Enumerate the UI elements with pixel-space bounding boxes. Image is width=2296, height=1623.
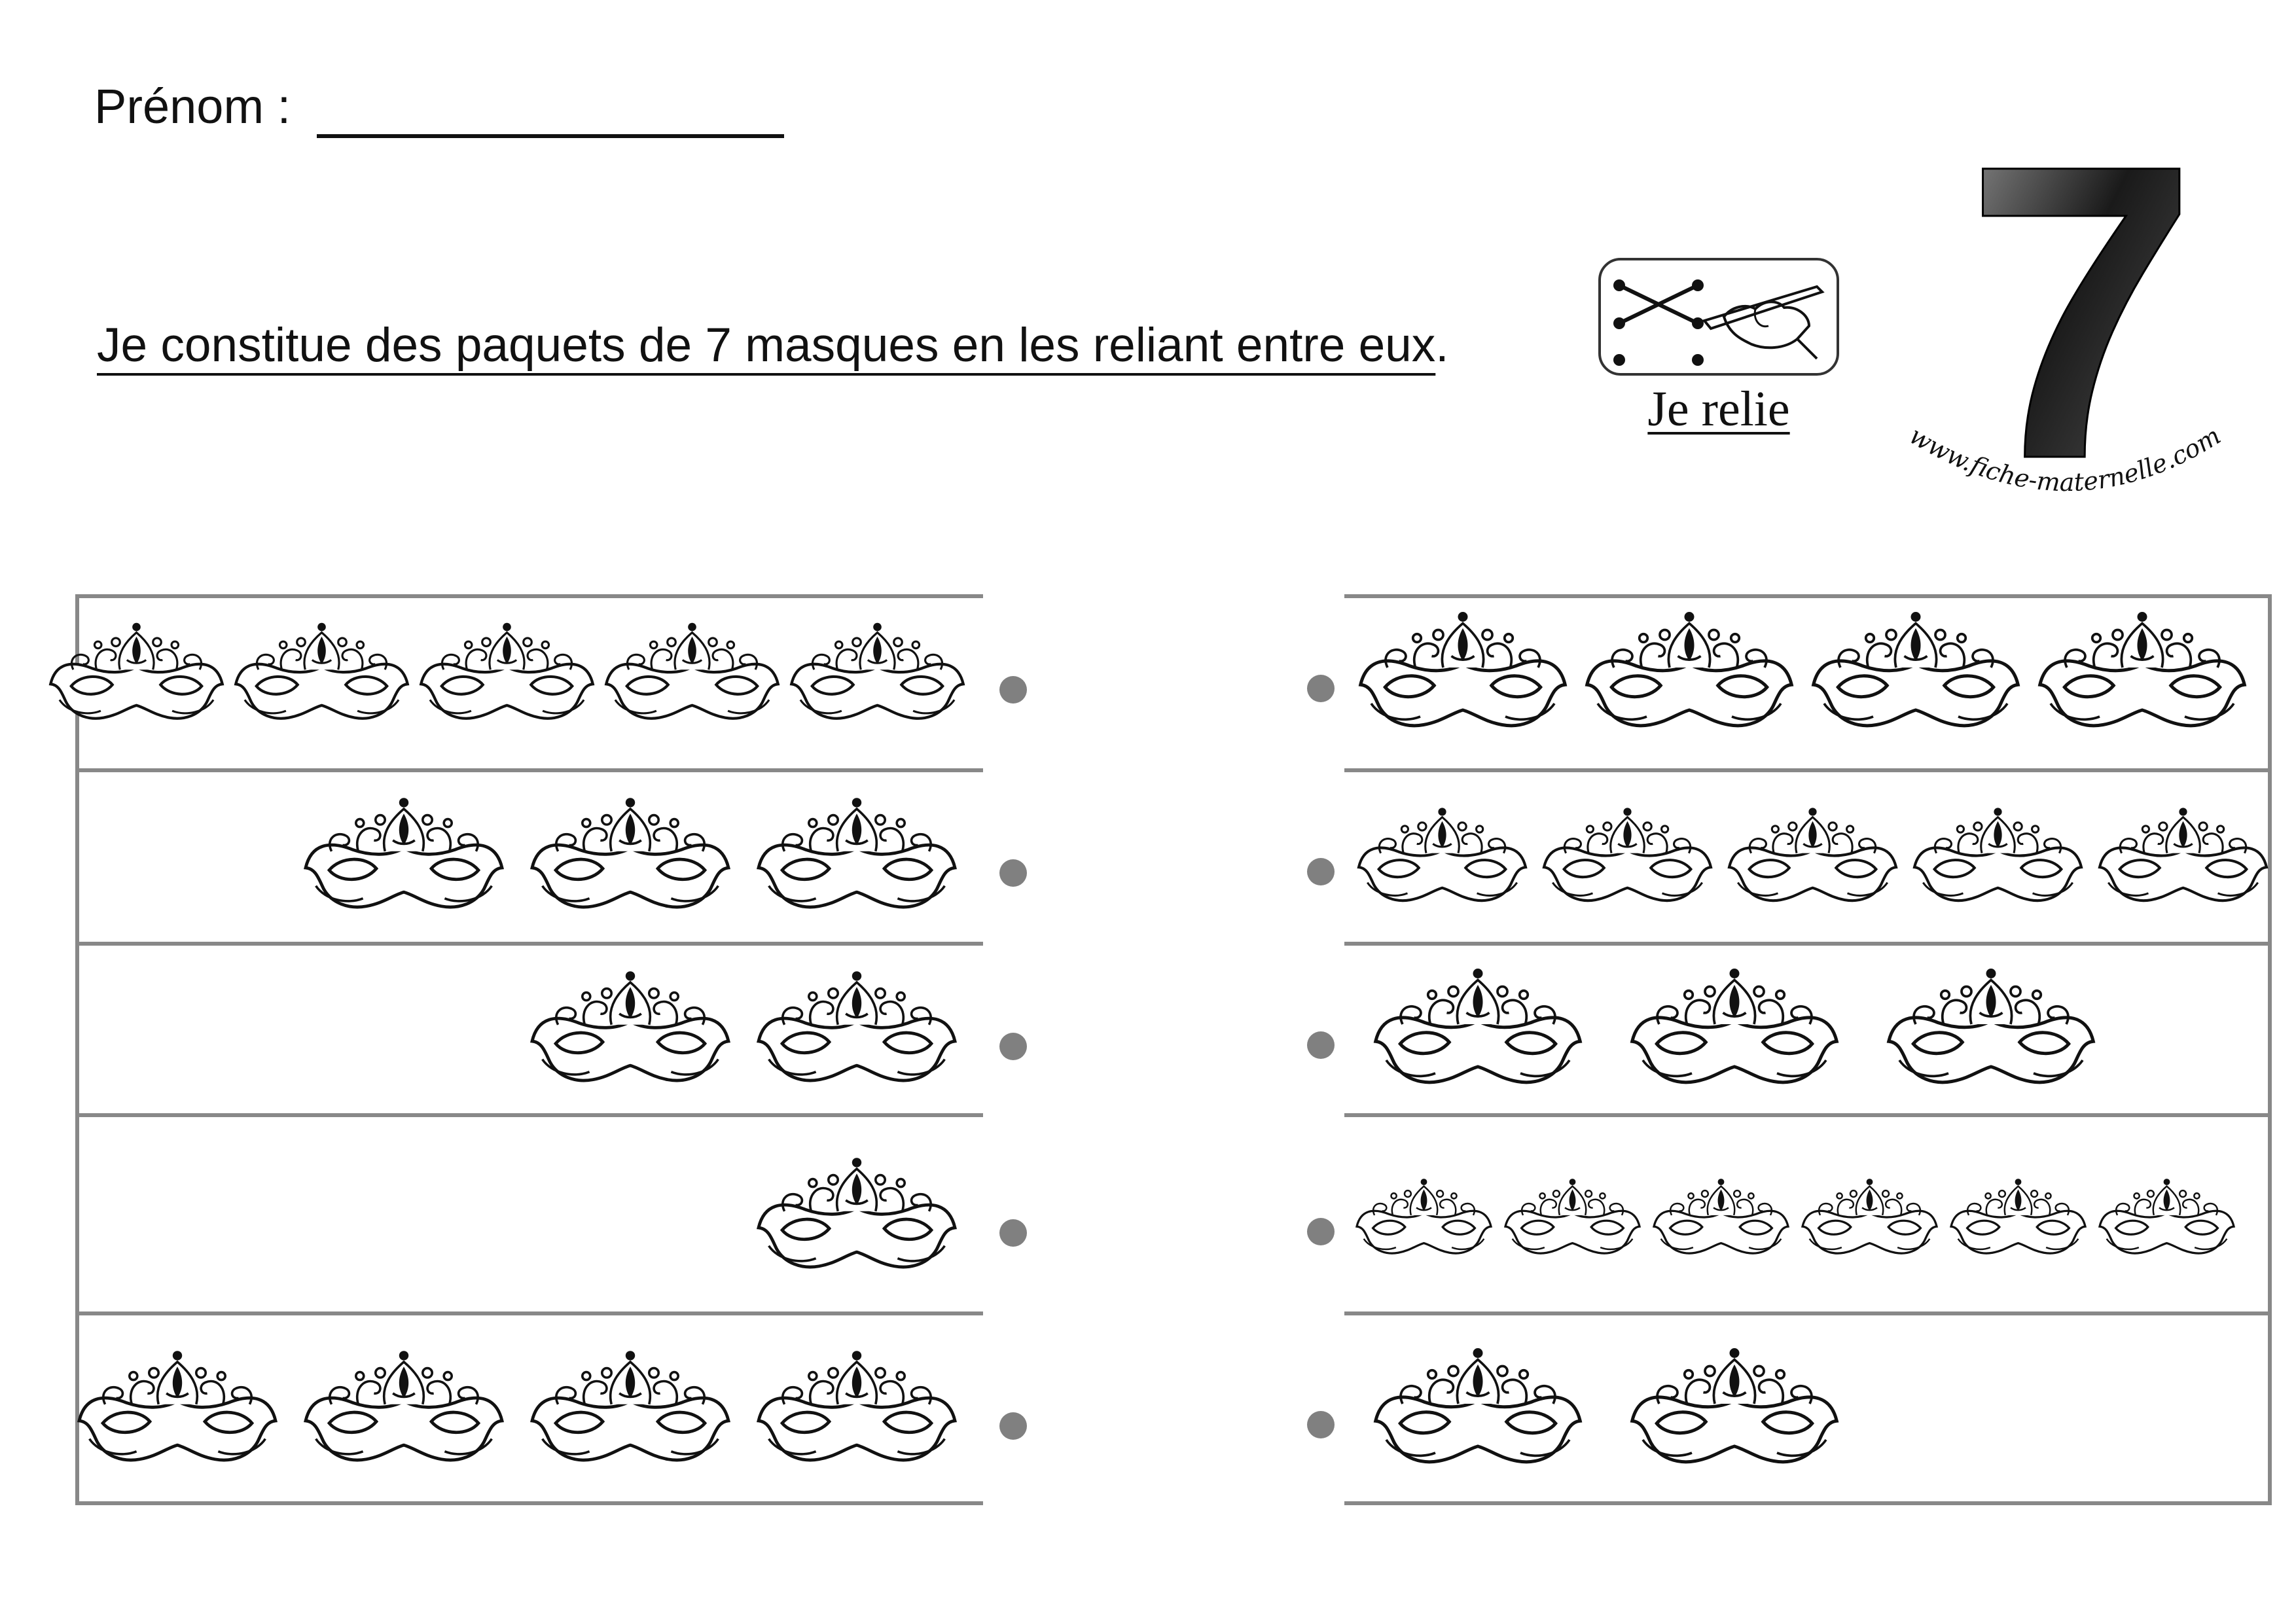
mask-image	[306, 798, 502, 907]
instruction-text: Je constitue des paquets de 7 masques en…	[97, 319, 1436, 372]
connect-dot-right[interactable]	[1307, 1411, 1335, 1438]
mask-image	[759, 798, 955, 907]
connect-dot-right[interactable]	[1307, 1218, 1335, 1245]
mask-image	[1544, 808, 1711, 901]
mask-image	[606, 623, 778, 719]
mask-image	[2100, 808, 2267, 901]
mask-image	[1359, 808, 1526, 901]
digit-text: 7	[1965, 116, 2198, 483]
mask-image	[236, 623, 408, 719]
mask-image	[1801, 1177, 1938, 1255]
mask-image	[532, 798, 728, 907]
mask-image	[1632, 1348, 1837, 1462]
connect-dot-left[interactable]	[999, 1033, 1027, 1060]
mask-image	[532, 971, 728, 1080]
mask-image	[1587, 612, 1792, 726]
connect-dots-hand-pencil-icon	[1598, 258, 1839, 376]
mask-image	[306, 1351, 502, 1460]
mask-image	[2040, 612, 2245, 726]
mask-image	[791, 623, 963, 719]
connect-dot-right[interactable]	[1307, 1031, 1335, 1059]
mask-image	[1950, 1177, 2087, 1255]
mask-image	[1729, 808, 1896, 901]
number-seven-graphic: 7	[1964, 116, 2199, 483]
mask-image	[421, 623, 593, 719]
connect-dot-left[interactable]	[999, 859, 1027, 887]
mask-image	[759, 1351, 955, 1460]
connect-dot-left[interactable]	[999, 1412, 1027, 1440]
mask-image	[1814, 612, 2018, 726]
mask-image	[1914, 808, 2081, 901]
mask-image	[1504, 1177, 1641, 1255]
connect-dot-right[interactable]	[1307, 858, 1335, 885]
badge-label: Je relie	[1647, 382, 1790, 437]
connect-dot-left[interactable]	[999, 1219, 1027, 1247]
mask-image	[2098, 1177, 2235, 1255]
mask-image	[1889, 969, 2094, 1082]
instruction: Je constitue des paquets de 7 masques en…	[97, 318, 1449, 372]
connect-dot-right[interactable]	[1307, 675, 1335, 702]
connect-dot-left[interactable]	[999, 676, 1027, 704]
instruction-end: .	[1435, 319, 1449, 372]
name-label: Prénom :	[94, 79, 291, 134]
mask-image	[1376, 969, 1581, 1082]
mask-image	[759, 1158, 955, 1267]
mask-image	[1632, 969, 1837, 1082]
mask-image	[1355, 1177, 1492, 1255]
mask-image	[532, 1351, 728, 1460]
mask-image	[79, 1351, 276, 1460]
mask-image	[759, 971, 955, 1080]
name-write-line[interactable]	[317, 134, 784, 138]
mask-image	[1653, 1177, 1789, 1255]
mask-image	[1361, 612, 1566, 726]
mask-image	[1376, 1348, 1581, 1462]
website-watermark: www.fiche-maternelle.com	[1905, 421, 2226, 497]
